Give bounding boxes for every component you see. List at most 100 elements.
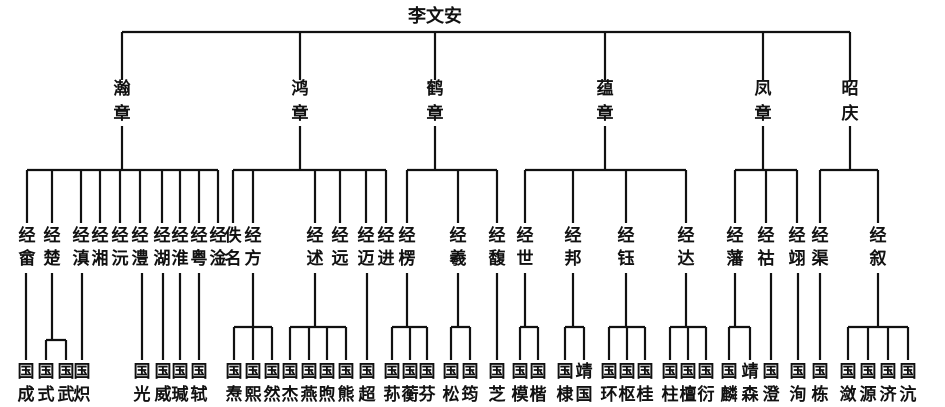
gen4-name-char1: 国 — [384, 362, 401, 382]
gen4-name-char1: 国 — [319, 362, 336, 382]
gen3-name-char1: 经 — [870, 225, 887, 246]
gen4-name-char2: 松 — [443, 384, 460, 405]
gen4-name-char1: 国 — [763, 362, 780, 382]
gen4-name-char1: 国 — [557, 362, 574, 382]
gen4-name-char2: 环 — [601, 385, 618, 405]
gen4-name-char1: 国 — [880, 362, 897, 382]
gen3-name-char1: 经 — [358, 225, 375, 246]
gen4-name-char2: 森 — [742, 384, 760, 405]
gen3-name-char1: 经 — [565, 225, 582, 246]
gen2-name-char2: 章 — [114, 103, 131, 124]
gen4-name-char1: 靖 — [576, 362, 593, 382]
gen4-name-char2: 济 — [880, 384, 898, 405]
gen4-name-char2: 然 — [264, 384, 281, 405]
gen4-name-char1: 国 — [698, 362, 715, 382]
gen2-name-char2: 章 — [755, 103, 772, 124]
gen4-name-char2: 柱 — [662, 384, 679, 405]
gen4-name-char1: 国 — [74, 362, 91, 382]
gen3-name-char2: 湖 — [154, 249, 171, 269]
gen2-name-char1: 蕴 — [597, 78, 614, 99]
gen2-name-char1: 鹤 — [427, 78, 444, 99]
gen3-name-char2: 沅 — [112, 248, 129, 269]
gen4-name-char2: 成 — [18, 384, 35, 405]
gen4-name-char1: 国 — [489, 362, 506, 382]
gen4-name-char2: 蘅 — [402, 385, 419, 405]
gen3-name-char2: 邦 — [565, 248, 582, 269]
gen3-name-char1: 经 — [678, 225, 695, 246]
gen3-name-char2: 达 — [678, 248, 695, 269]
gen4-name-char1: 国 — [419, 362, 436, 382]
gen4-name-char1: 国 — [900, 362, 917, 382]
gen4-name-char1: 国 — [226, 362, 243, 382]
gen2-name-char1: 凤 — [755, 79, 772, 99]
gen4-name-char1: 国 — [359, 362, 376, 382]
gen3-name-char2: 世 — [517, 249, 534, 269]
gen4-name-char2: 超 — [359, 384, 377, 405]
gen4-name-char1: 国 — [530, 362, 547, 382]
gen4-name-char1: 国 — [58, 362, 75, 382]
gen4-name-char1: 国 — [443, 362, 460, 382]
gen4-name-char1: 国 — [790, 362, 807, 382]
gen3-name-char2: 楚 — [44, 248, 62, 269]
gen4-name-char1: 国 — [840, 362, 857, 382]
gen3-name-char1: 经 — [727, 225, 744, 246]
gen3-name-char1: 经 — [618, 225, 635, 246]
gen4-name-char2: 芬 — [418, 384, 437, 405]
gen3-name-char1: 经 — [92, 225, 109, 246]
gen4-name-char2: 杰 — [282, 384, 299, 405]
gen4-name-char1: 国 — [245, 362, 262, 382]
gen3-name-char1: 经 — [44, 225, 61, 246]
gen3-name-char1: 经 — [378, 225, 395, 246]
gen4-name-char2: 瑊 — [172, 384, 189, 405]
gen4-name-char1: 国 — [512, 362, 529, 382]
gen3-name-char2: 澧 — [132, 248, 149, 269]
gen4-name-char1: 国 — [172, 362, 189, 382]
gen4-name-char1: 国 — [282, 362, 299, 382]
gen4-name-char2: 熙 — [245, 385, 262, 405]
gen4-name-char1: 国 — [721, 362, 738, 382]
gen3-name-char2: 述 — [307, 249, 324, 269]
gen2-name-char2: 庆 — [842, 103, 859, 124]
gen3-name-char1: 经 — [191, 225, 208, 246]
gen4-name-char1: 国 — [191, 362, 208, 382]
gen3-name-char2: 翊 — [789, 249, 806, 269]
gen4-name-char2: 光 — [133, 384, 151, 405]
gen3-name-char2: 远 — [332, 249, 349, 269]
gen3-name-char1: 经 — [332, 225, 349, 246]
gen3-name-char1: 佚 — [224, 225, 243, 246]
gen2-name-char2: 章 — [292, 103, 309, 124]
gen4-name-char2: 式 — [38, 384, 55, 405]
gen4-name-char2: 模 — [512, 384, 530, 405]
gen3-name-char2: 淮 — [172, 249, 189, 269]
gen4-name-char2: 威 — [155, 384, 172, 405]
gen4-name-char1: 靖 — [742, 362, 759, 382]
gen3-name-char1: 经 — [489, 225, 506, 246]
gen4-name-char1: 国 — [619, 362, 636, 382]
gen4-name-char2: 熊 — [338, 384, 355, 405]
gen4-name-char1: 国 — [155, 362, 172, 382]
gen4-name-char2: 轼 — [191, 384, 208, 405]
gen3-name-char1: 经 — [245, 225, 262, 246]
gen4-name-char1: 国 — [134, 362, 151, 382]
gen3-name-char2: 淦 — [210, 248, 228, 269]
gen4-name-char2: 衍 — [698, 384, 715, 405]
gen3-name-char2: 楞 — [399, 248, 416, 269]
gen4-name-char1: 国 — [812, 362, 829, 382]
gen3-name-char1: 经 — [154, 225, 171, 246]
gen3-name-char1: 经 — [73, 225, 90, 246]
gen3-name-char2: 湘 — [92, 248, 109, 269]
gen4-name-char2: 檀 — [680, 384, 697, 405]
gen4-name-char2: 燕 — [301, 384, 318, 405]
gen4-name-char2: 荪 — [384, 384, 401, 405]
gen3-name-char2: 方 — [245, 248, 262, 269]
gen3-name-char1: 经 — [517, 225, 534, 246]
gen3-name-char1: 经 — [112, 225, 129, 246]
gen4-name-char2: 沆 — [900, 384, 917, 405]
gen3-name-char2: 进 — [378, 249, 395, 269]
gen4-name-char1: 国 — [402, 362, 419, 382]
gen3-name-char1: 经 — [132, 225, 149, 246]
gen4-name-char2: 源 — [860, 384, 877, 405]
gen3-name-char1: 经 — [812, 225, 829, 246]
gen4-name-char1: 国 — [680, 362, 697, 382]
